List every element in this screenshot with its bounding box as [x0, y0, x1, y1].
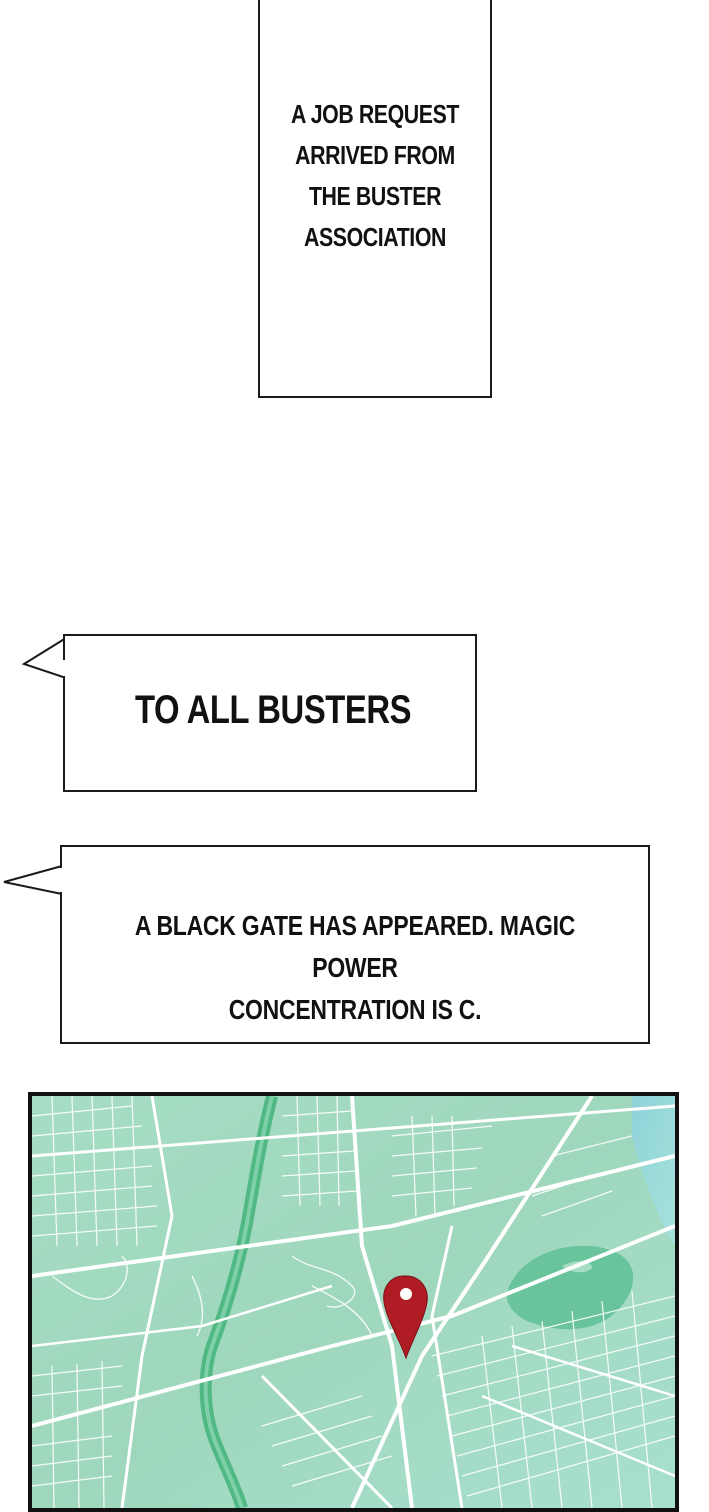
tail-seam-cover: [63, 660, 67, 676]
caption-line: THE BUSTER: [308, 181, 442, 211]
city-map-illustration: [32, 1096, 675, 1508]
speech-line: A BLACK GATE HAS APPEARED. MAGIC POWER: [134, 910, 576, 983]
speech-line: CONCENTRATION IS C.: [228, 994, 482, 1025]
map-lake: [507, 1245, 634, 1330]
city-map-panel: [28, 1092, 679, 1512]
caption-line: ARRIVED FROM: [295, 140, 455, 170]
map-river-highlight: [203, 1096, 274, 1508]
map-major-roads: [32, 1096, 675, 1508]
narration-caption-box: A JOB REQUEST ARRIVED FROM THE BUSTER AS…: [258, 0, 492, 398]
speech-bubble-tail: [3, 864, 63, 896]
speech-bubble-to-all-busters: TO ALL BUSTERS: [63, 634, 477, 792]
speech-bubble-tail: [21, 636, 67, 680]
map-water: [632, 1096, 675, 1246]
speech-bubble-black-gate: A BLACK GATE HAS APPEARED. MAGIC POWER C…: [60, 845, 650, 1044]
speech-bubble-text: TO ALL BUSTERS: [135, 688, 412, 732]
location-pin-icon: [383, 1275, 428, 1360]
caption-line: ASSOCIATION: [304, 222, 446, 252]
map-street-grid: [32, 1096, 675, 1508]
map-park-paths: [51, 1255, 373, 1337]
speech-bubble-text: A BLACK GATE HAS APPEARED. MAGIC POWER C…: [115, 905, 596, 1031]
caption-line: A JOB REQUEST: [290, 99, 460, 129]
tail-seam-cover: [60, 868, 64, 892]
narration-caption-text: A JOB REQUEST ARRIVED FROM THE BUSTER AS…: [281, 94, 470, 258]
